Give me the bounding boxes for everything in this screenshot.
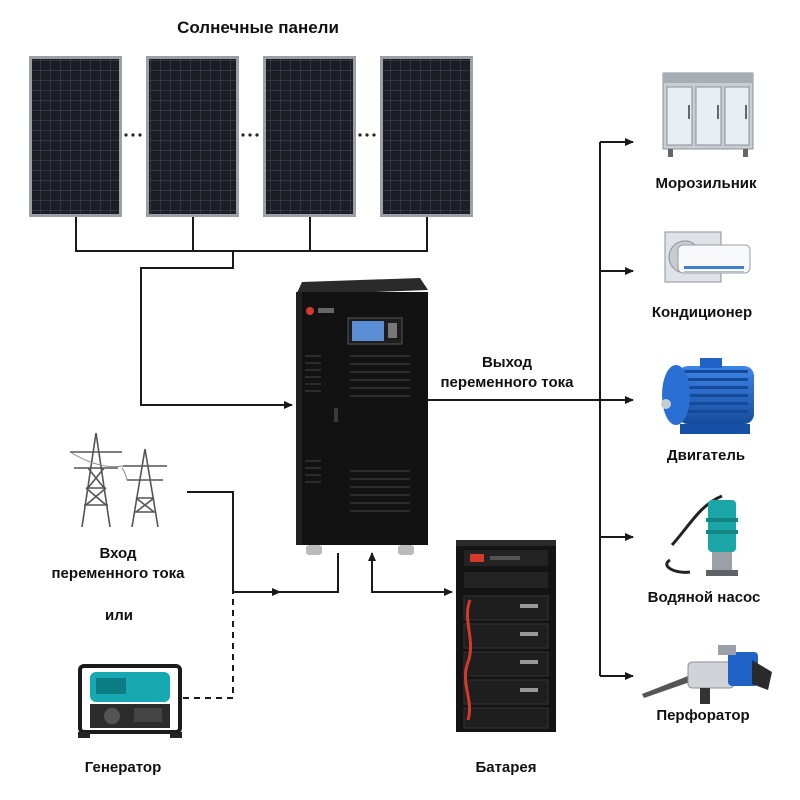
power-pylon-icon: [69, 432, 167, 528]
ac-input-label-line1: Вход: [99, 545, 137, 562]
more-panels-dots: [124, 133, 376, 137]
load-label-freezer: Морозильник: [655, 175, 756, 192]
ac-output-label-line1: Выход: [482, 354, 533, 371]
solar-panel-4: [380, 56, 473, 217]
generator-icon: [78, 664, 182, 738]
rotary-hammer-icon: [642, 645, 772, 704]
ac-input-label-line2: переменного тока: [52, 565, 186, 582]
battery-rack-icon: [456, 540, 556, 732]
water-pump-icon: [665, 494, 738, 576]
ac-output-label-line2: переменного тока: [441, 374, 575, 391]
battery-label: Батарея: [475, 759, 536, 776]
load-label-air-conditioner: Кондиционер: [652, 304, 752, 321]
solar-panels-title: Солнечные панели: [177, 18, 339, 37]
solar-wiring: [75, 217, 428, 409]
load-label-rotary-hammer: Перфоратор: [656, 707, 749, 724]
generator-label: Генератор: [85, 759, 161, 776]
or-label: или: [105, 607, 133, 624]
solar-panel-2: [146, 56, 239, 217]
inverter-cabinet: [296, 278, 428, 555]
load-label-water-pump: Водяной насос: [648, 589, 761, 606]
electric-motor-icon: [661, 358, 754, 434]
solar-panel-3: [263, 56, 356, 217]
output-wiring: [422, 138, 634, 680]
freezer-icon: [662, 72, 754, 157]
solar-panel-1: [29, 56, 122, 217]
load-label-motor: Двигатель: [667, 447, 745, 464]
air-conditioner-icon: [664, 231, 751, 283]
